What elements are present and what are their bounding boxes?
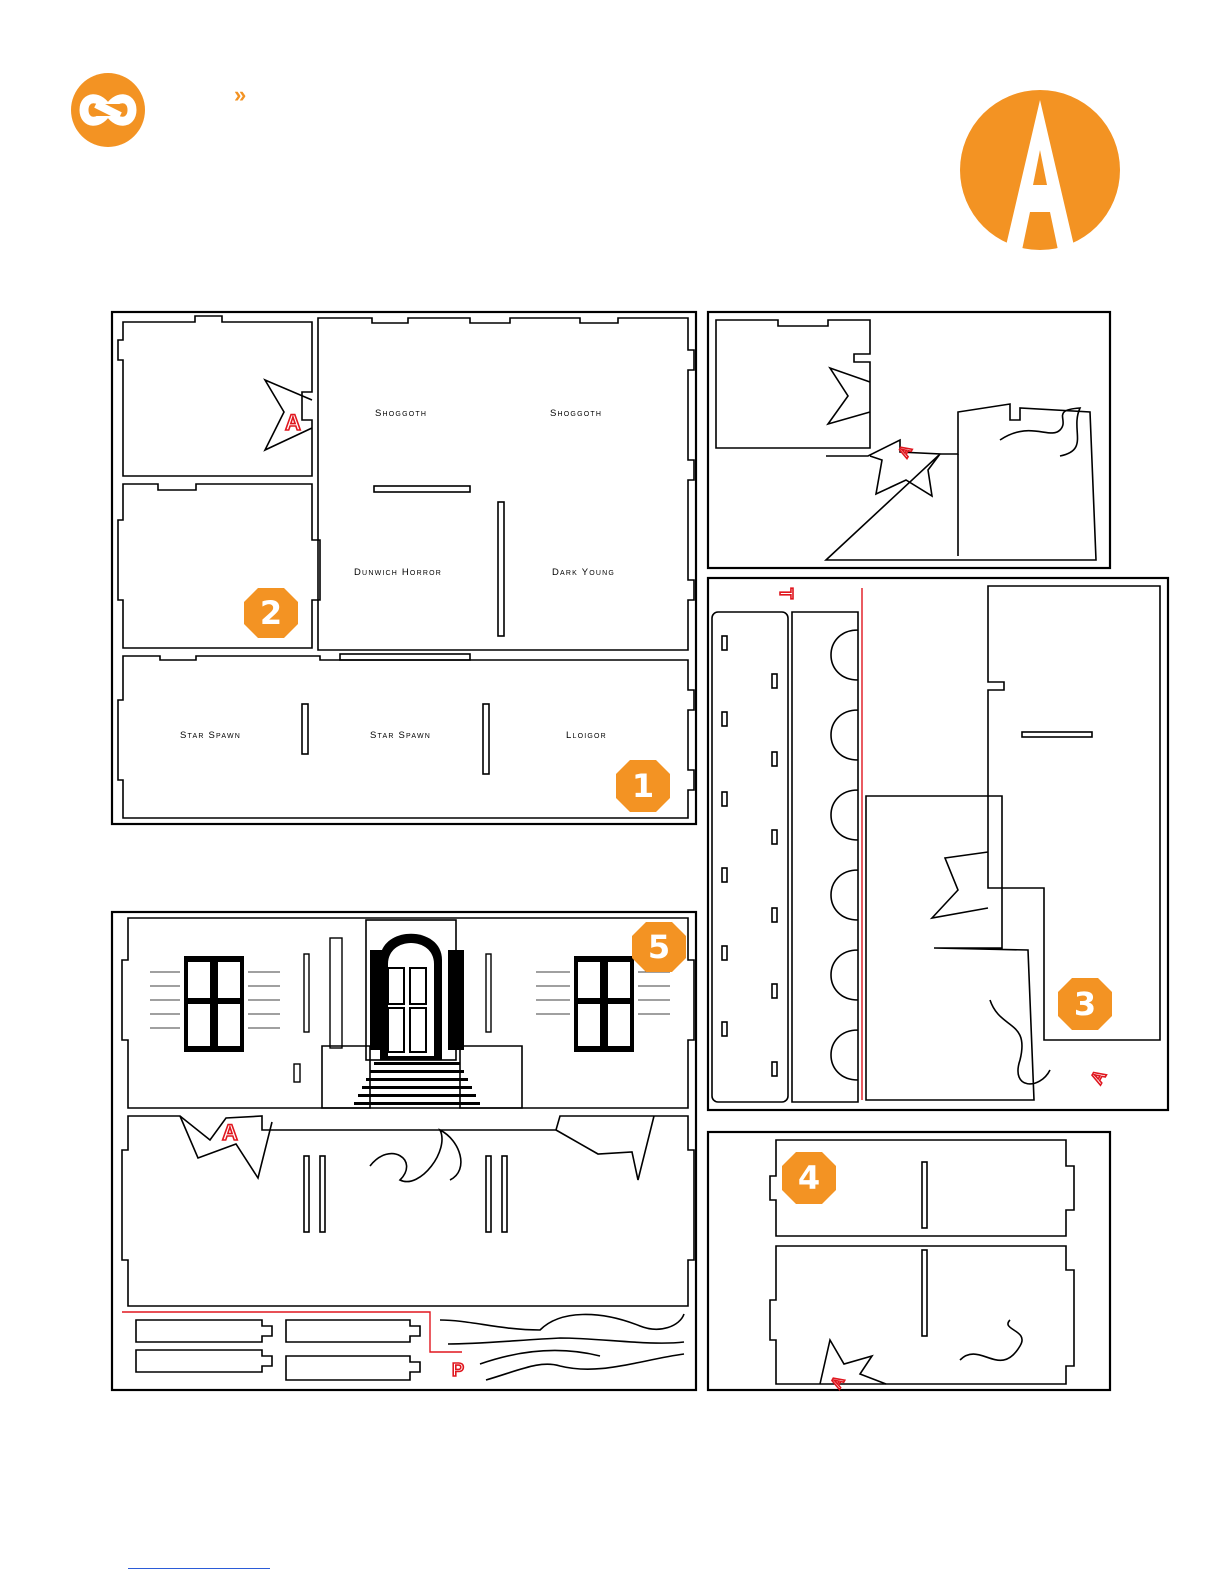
window-right (574, 956, 634, 1052)
sheet-1: Shoggoth Shoggoth Dunwich Horror Dark Yo… (112, 312, 696, 824)
marker-t-sheet3: T (776, 588, 796, 599)
label-dark-young: Dark Young (552, 567, 615, 578)
badge-5: 5 (632, 922, 686, 972)
badge-1: 1 (616, 760, 670, 812)
badge-4: 4 (782, 1152, 836, 1204)
label-star-spawn-2: Star Spawn (370, 730, 431, 741)
sheet-2: A (708, 312, 1110, 568)
svg-text:2: 2 (260, 594, 282, 632)
label-dunwich-horror: Dunwich Horror (354, 567, 442, 578)
marker-p-sheet5: P (452, 1360, 464, 1380)
steps (354, 1062, 480, 1105)
sheet-5: A P 5 (112, 912, 696, 1390)
doorway (366, 920, 464, 1060)
marker-a-sheet1: A (285, 410, 301, 435)
label-lloigor: Lloigor (566, 730, 607, 741)
label-shoggoth-2: Shoggoth (550, 408, 602, 419)
svg-text:4: 4 (798, 1159, 820, 1197)
sheet-3: T 3 A (708, 578, 1168, 1110)
marker-a-sheet3: A (1086, 1066, 1110, 1087)
marker-a-sheet2: A (895, 442, 916, 461)
svg-text:5: 5 (648, 928, 670, 966)
sheet-4: 4 A (708, 1132, 1110, 1392)
footer-link-underline[interactable] (128, 1568, 270, 1569)
badge-2: 2 (244, 588, 298, 638)
label-star-spawn-1: Star Spawn (180, 730, 241, 741)
window-left (184, 956, 244, 1052)
label-shoggoth-1: Shoggoth (375, 408, 427, 419)
svg-text:1: 1 (632, 767, 654, 805)
svg-text:3: 3 (1074, 985, 1096, 1023)
marker-a-sheet5: A (222, 1120, 238, 1145)
badge-3: 3 (1058, 978, 1112, 1030)
